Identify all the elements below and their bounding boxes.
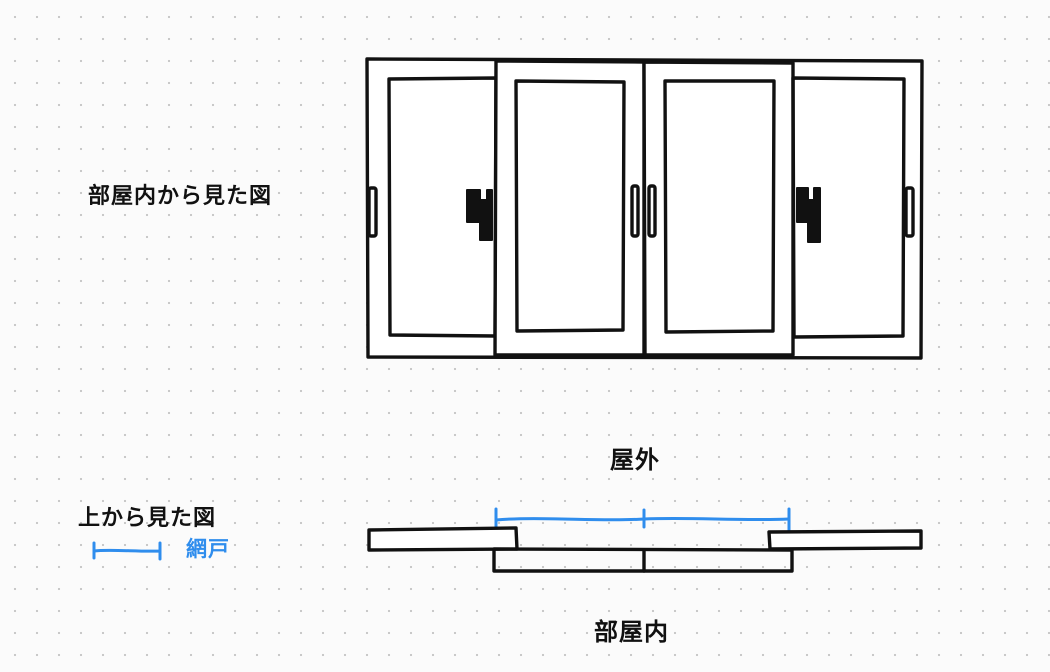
inner-left-sash-handle bbox=[630, 184, 640, 238]
inner-left-sash-glass bbox=[514, 79, 626, 333]
window-latch-icon bbox=[466, 189, 493, 241]
room-view-caption: 部屋内から見た図 bbox=[88, 184, 273, 209]
top-view-caption: 上から見た図 bbox=[78, 506, 217, 531]
window-latch-icon bbox=[796, 187, 821, 243]
screen-span bbox=[494, 507, 791, 532]
indoor-label: 部屋内 bbox=[594, 618, 669, 646]
inner-right-sash-frame bbox=[642, 60, 795, 357]
inner-panels bbox=[492, 547, 794, 573]
screen-legend-label: 網戸 bbox=[186, 537, 230, 561]
right-pane bbox=[791, 76, 915, 339]
inner-right-sash bbox=[642, 60, 795, 357]
inner-left-sash bbox=[493, 59, 646, 357]
right-pane-glass bbox=[791, 76, 906, 339]
outdoor-label: 屋外 bbox=[610, 446, 660, 474]
left-frame-handle bbox=[367, 186, 378, 238]
left-outer-panel bbox=[367, 526, 519, 552]
inner-right-sash-glass bbox=[663, 79, 776, 334]
inner-right-sash-handle bbox=[647, 184, 657, 238]
right-outer-panel bbox=[767, 529, 923, 551]
screen-legend-sample bbox=[92, 541, 162, 561]
right-frame-handle bbox=[904, 186, 915, 238]
